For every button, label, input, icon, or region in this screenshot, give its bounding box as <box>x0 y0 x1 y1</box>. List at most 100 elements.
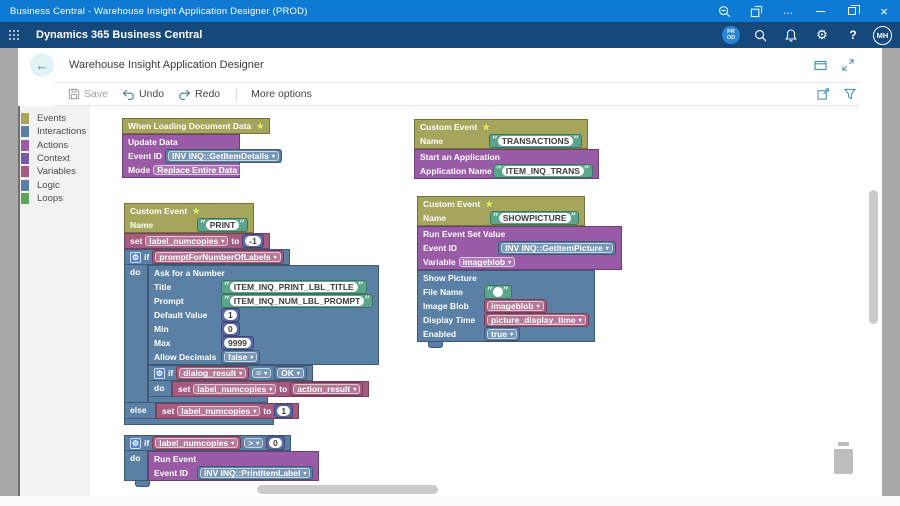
variable-dropdown[interactable]: label_numcopies <box>193 384 277 394</box>
undo-icon <box>122 89 134 100</box>
do-gutter: do <box>124 265 148 403</box>
operator-dropdown[interactable]: > <box>244 438 264 448</box>
variable-block[interactable]: promptForNumberOfLabels <box>152 250 284 264</box>
vertical-scrollbar-thumb[interactable] <box>869 190 878 324</box>
avatar[interactable]: MH <box>873 25 892 45</box>
close-quote-icon: ” <box>239 219 246 230</box>
variable-block[interactable]: label_numcopies <box>152 436 242 450</box>
event-id-dropdown-block[interactable]: INV INQ::GetItemDetails <box>165 149 282 163</box>
variable-block[interactable]: dialog_result <box>176 366 250 380</box>
set-variable-block[interactable]: set label_numcopies to -1 <box>124 233 270 249</box>
undo-button[interactable]: Undo <box>122 88 164 100</box>
minimize-icon[interactable] <box>804 0 836 22</box>
text-block[interactable]: “ ITEM_INQ_NUM_LBL_PROMPT ” <box>221 294 374 308</box>
if-block-run[interactable]: ⚙ if label_numcopies > 0 do <box>124 435 379 487</box>
if-block-outer[interactable]: ⚙ if promptForNumberOfLabels do Ask for … <box>124 249 380 425</box>
boolean-dropdown-block[interactable]: true <box>484 327 521 341</box>
toolbox-category-actions[interactable]: Actions <box>20 139 90 152</box>
set-variable-block[interactable]: set label_numcopies to 1 <box>156 403 300 419</box>
save-button[interactable]: Save <box>68 88 108 100</box>
open-quote-icon: “ <box>487 286 493 297</box>
star-icon: ★ <box>485 198 494 209</box>
category-color-swatch <box>21 179 29 191</box>
page-card: ← Warehouse Insight Application Designer… <box>18 48 882 496</box>
filter-icon[interactable] <box>844 88 856 100</box>
category-color-swatch <box>21 126 29 138</box>
text-block[interactable]: “ ITEM_INQ_TRANS ” <box>493 164 593 178</box>
category-color-swatch <box>21 113 29 125</box>
redo-button[interactable]: Redo <box>178 88 220 100</box>
toolbox-category-interactions[interactable]: Interactions <box>20 125 90 138</box>
toolbox-category-loops[interactable]: Loops <box>20 192 90 205</box>
number-block[interactable]: 9999 <box>221 336 254 350</box>
variable-dropdown[interactable]: imageblob <box>458 257 516 267</box>
number-block[interactable]: 1 <box>221 308 240 322</box>
close-quote-icon: ” <box>583 165 590 176</box>
designer-canvas[interactable]: Events Interactions Actions Context Vari… <box>18 106 882 496</box>
page-header: ← Warehouse Insight Application Designer <box>18 48 882 82</box>
variable-dropdown[interactable]: label_numcopies <box>177 406 261 416</box>
share-icon[interactable] <box>817 88 830 100</box>
notifications-bell-icon[interactable] <box>780 24 802 46</box>
page-title: Warehouse Insight Application Designer <box>69 59 264 71</box>
toolbox-category-logic[interactable]: Logic <box>20 178 90 191</box>
close-icon[interactable]: × <box>880 3 888 19</box>
boolean-dropdown-block[interactable]: false <box>221 350 261 364</box>
gear-icon[interactable]: ⚙ <box>130 437 141 449</box>
app-brand[interactable]: Dynamics 365 Business Central <box>36 29 203 41</box>
open-in-window-icon[interactable] <box>814 59 828 71</box>
operator-dropdown[interactable]: = <box>252 368 272 378</box>
gear-icon[interactable]: ⚙ <box>154 367 165 379</box>
zoom-out-icon[interactable] <box>708 0 740 22</box>
window-more-icon[interactable]: … <box>782 5 794 17</box>
close-quote-icon: ” <box>357 281 364 292</box>
do-gutter: do <box>148 381 172 397</box>
collapse-expand-icon[interactable] <box>842 59 854 71</box>
waffle-icon[interactable] <box>9 29 20 41</box>
variable-block[interactable]: picture_display_time <box>484 313 589 327</box>
dropdown-block[interactable]: OK <box>274 366 307 380</box>
variable-dropdown[interactable]: label_numcopies <box>145 236 229 246</box>
block-custom-event-transactions[interactable]: Custom Event ★ Name “ TRANSACTIONS ” Sta… <box>414 119 599 179</box>
toolbox-category-context[interactable]: Context <box>20 152 90 165</box>
text-block[interactable]: “ TRANSACTIONS ” <box>489 134 583 148</box>
variable-block[interactable]: action_result <box>290 382 364 396</box>
environment-badge: PR OD <box>722 26 740 44</box>
horizontal-scrollbar-thumb[interactable] <box>257 485 438 494</box>
if-block-inner[interactable]: ⚙ if dialog_result = OK <box>148 365 379 403</box>
variable-block[interactable]: imageblob <box>484 299 547 313</box>
number-block[interactable]: 0 <box>266 436 285 450</box>
text-block[interactable]: “ ” <box>484 285 512 299</box>
text-block[interactable]: “ PRINT ” <box>197 218 249 232</box>
open-quote-icon: “ <box>492 135 498 146</box>
star-icon: ★ <box>482 121 491 132</box>
run-event-set-value-block[interactable]: Run Event Set Value Event ID INV INQ::Ge… <box>417 226 622 270</box>
text-block[interactable]: “ ITEM_INQ_PRINT_LBL_TITLE ” <box>221 280 367 294</box>
run-event-block[interactable]: Run Event Event ID INV INQ::PrintItemLab… <box>148 451 320 481</box>
toolbox-category-variables[interactable]: Variables <box>20 165 90 178</box>
help-icon[interactable]: ? <box>849 28 857 42</box>
block-custom-event-print[interactable]: Custom Event ★ Name “ PRINT ” set label_… <box>124 203 380 487</box>
show-picture-block[interactable]: Show Picture File Name “ ” Image Blob im… <box>417 270 595 342</box>
block-when-loading-document-data[interactable]: When Loading Document Data ★ Update Data… <box>122 118 282 178</box>
number-block[interactable]: 1 <box>274 404 294 418</box>
block-custom-event-showpicture[interactable]: Custom Event ★ Name “ SHOWPICTURE ” Run … <box>417 196 622 348</box>
star-icon: ★ <box>192 205 201 216</box>
ask-for-number-block[interactable]: Ask for a Number Title “ ITEM_INQ_PRINT_… <box>148 265 380 365</box>
event-id-dropdown-block[interactable]: INV INQ::PrintItemLabel <box>197 466 314 480</box>
settings-gear-icon[interactable]: ⚙ <box>816 27 828 42</box>
text-block[interactable]: “ SHOWPICTURE ” <box>490 211 580 225</box>
restore-icon[interactable] <box>836 0 868 22</box>
back-button[interactable]: ← <box>30 53 54 77</box>
number-block[interactable]: 0 <box>221 322 240 336</box>
popout-window-icon[interactable] <box>740 0 772 22</box>
gear-icon[interactable]: ⚙ <box>130 251 141 263</box>
search-icon[interactable] <box>749 24 771 46</box>
trash-icon[interactable] <box>830 442 857 475</box>
mode-dropdown[interactable]: Replace Entire Data <box>153 165 248 175</box>
number-block[interactable]: -1 <box>242 234 264 248</box>
more-options-button[interactable]: More options <box>251 88 312 100</box>
set-variable-block[interactable]: set label_numcopies to action_result <box>172 381 370 397</box>
event-id-dropdown-block[interactable]: INV INQ::GetItemPicture <box>498 241 616 255</box>
toolbox-category-events[interactable]: Events <box>20 112 90 125</box>
